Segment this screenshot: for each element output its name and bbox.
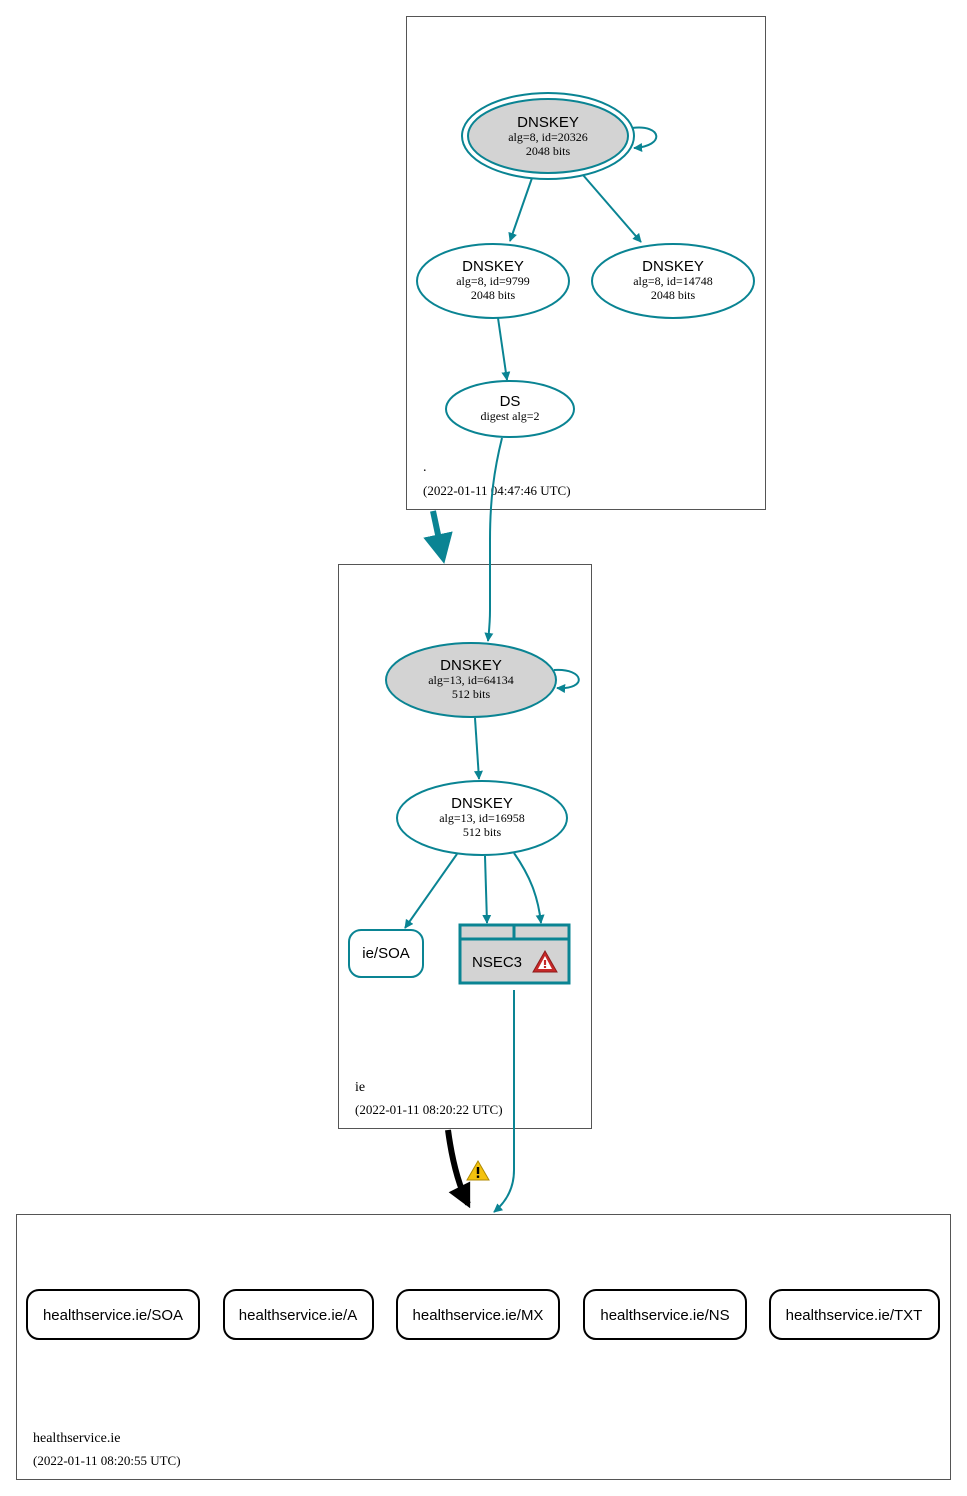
zone-root-timestamp: (2022-01-11 04:47:46 UTC) <box>423 483 571 498</box>
record-soa-label: healthservice.ie/SOA <box>43 1307 183 1324</box>
record-mx-label: healthservice.ie/MX <box>413 1307 544 1324</box>
edges <box>404 126 658 1213</box>
node-ie-zsk[interactable]: DNSKEY alg=13, id=16958 512 bits <box>396 780 568 856</box>
node-root-ksk[interactable]: DNSKEY alg=8, id=20326 2048 bits <box>461 92 635 180</box>
node-root-ksk-bits: 2048 bits <box>526 144 571 158</box>
node-ie-soa-label: ie/SOA <box>362 945 410 962</box>
node-ie-zsk-bits: 512 bits <box>463 825 502 839</box>
record-soa[interactable]: healthservice.ie/SOA <box>26 1289 200 1340</box>
record-a[interactable]: healthservice.ie/A <box>223 1289 374 1340</box>
edge-root-ksk-self <box>631 126 658 152</box>
zone-root-cluster: . (2022-01-11 04:47:46 UTC) <box>406 16 766 510</box>
node-root-zsk1-title: DNSKEY <box>462 258 524 275</box>
node-root-ksk-title: DNSKEY <box>517 114 579 131</box>
node-root-ksk-alg: alg=8, id=20326 <box>508 130 588 144</box>
node-ie-ksk-bits: 512 bits <box>452 687 491 701</box>
node-ie-zsk-alg: alg=13, id=16958 <box>439 811 525 825</box>
node-ie-ksk-alg: alg=13, id=64134 <box>428 673 514 687</box>
node-root-ds-title: DS <box>500 393 521 410</box>
record-txt-label: healthservice.ie/TXT <box>786 1307 923 1324</box>
node-root-zsk2-bits: 2048 bits <box>651 288 696 302</box>
node-ie-ksk[interactable]: DNSKEY alg=13, id=64134 512 bits <box>385 642 557 718</box>
zone-root-name: . <box>423 460 427 475</box>
node-root-zsk-14748[interactable]: DNSKEY alg=8, id=14748 2048 bits <box>591 243 755 319</box>
node-ie-nsec3-label: NSEC3 <box>472 954 522 971</box>
record-ns[interactable]: healthservice.ie/NS <box>583 1289 747 1340</box>
zone-healthservice-cluster: healthservice.ie (2022-01-11 08:20:55 UT… <box>16 1214 951 1480</box>
warning-triangle-red-icon <box>532 949 558 973</box>
warning-triangle-yellow-icon[interactable] <box>466 1160 490 1181</box>
edge-root-ksk-zsk1 <box>508 177 533 242</box>
record-a-label: healthservice.ie/A <box>239 1307 357 1324</box>
edge-ie-ksk-zsk <box>473 717 483 780</box>
node-root-zsk1-bits: 2048 bits <box>471 288 516 302</box>
edge-ie-zsk-nsec3-b <box>513 852 545 924</box>
node-ie-soa[interactable]: ie/SOA <box>348 929 424 978</box>
delegation-ie-healthservice-arrow <box>445 1129 471 1209</box>
edge-ie-ksk-self <box>553 668 580 694</box>
record-ns-label: healthservice.ie/NS <box>600 1307 729 1324</box>
edge-root-ksk-zsk2 <box>582 174 642 243</box>
edge-nsec3-healthservice <box>493 990 515 1213</box>
delegation-root-ie-arrow <box>423 510 453 564</box>
node-root-zsk1-alg: alg=8, id=9799 <box>456 274 530 288</box>
node-ie-nsec3[interactable]: NSEC3 <box>458 923 571 985</box>
node-ie-zsk-title: DNSKEY <box>451 795 513 812</box>
edge-ie-zsk-nsec3-a <box>482 855 492 924</box>
node-root-ds[interactable]: DS digest alg=2 <box>445 380 575 438</box>
edge-ie-zsk-soa <box>404 853 458 929</box>
node-root-zsk2-alg: alg=8, id=14748 <box>633 274 713 288</box>
zone-ie-name: ie <box>355 1080 365 1095</box>
node-root-zsk2-title: DNSKEY <box>642 258 704 275</box>
record-txt[interactable]: healthservice.ie/TXT <box>769 1289 940 1340</box>
zone-healthservice-timestamp: (2022-01-11 08:20:55 UTC) <box>33 1453 181 1468</box>
node-root-zsk-9799[interactable]: DNSKEY alg=8, id=9799 2048 bits <box>416 243 570 319</box>
zone-healthservice-name: healthservice.ie <box>33 1431 120 1446</box>
zone-ie-cluster: ie (2022-01-11 08:20:22 UTC) <box>338 564 592 1129</box>
edge-ds-ie-ksk <box>484 437 503 642</box>
record-mx[interactable]: healthservice.ie/MX <box>396 1289 560 1340</box>
node-ie-ksk-title: DNSKEY <box>440 657 502 674</box>
edge-root-zsk1-ds <box>497 317 511 381</box>
zone-ie-timestamp: (2022-01-11 08:20:22 UTC) <box>355 1102 503 1117</box>
node-root-ds-alg: digest alg=2 <box>480 409 539 423</box>
